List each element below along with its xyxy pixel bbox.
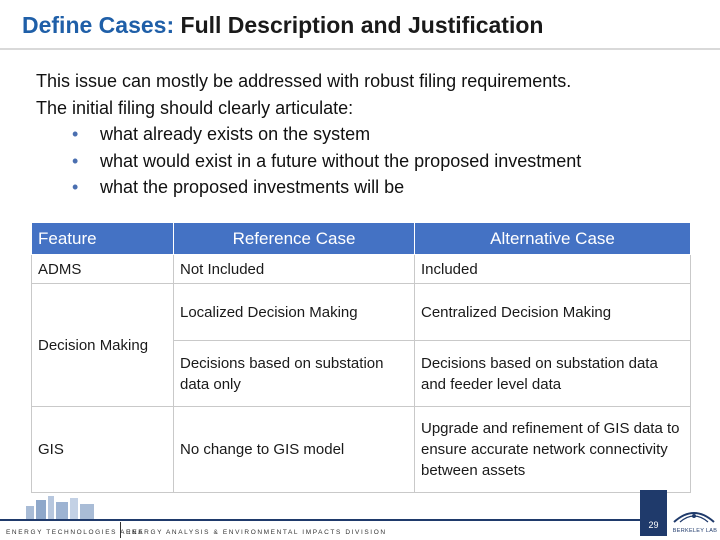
page-title: Define Cases: Full Description and Justi… (22, 12, 543, 39)
header-alternative-case: Alternative Case (414, 222, 691, 255)
footer-rule (0, 519, 640, 521)
footer-org-energy-technologies: Energy Technologies Area (6, 529, 145, 536)
table-header-row: Feature Reference Case Alternative Case (31, 222, 691, 255)
skyline-icon (26, 496, 94, 520)
intro-bullet-list: •what already exists on the system •what… (36, 121, 696, 201)
intro-bullet: •what would exist in a future without th… (72, 148, 696, 175)
cell-reference: Not Included (173, 254, 415, 284)
berkeley-lab-label: BERKELEY LAB (672, 528, 718, 534)
header-feature: Feature (31, 222, 174, 255)
page-number: 29 (648, 520, 659, 530)
cell-feature: ADMS (31, 254, 174, 284)
footer-separator (120, 522, 121, 538)
title-accent: Define Cases: (22, 12, 175, 38)
cell-reference: No change to GIS model (173, 406, 415, 493)
cell-feature: GIS (31, 406, 174, 493)
intro-bullet: •what already exists on the system (72, 121, 696, 148)
bullet-icon: • (72, 177, 79, 197)
cell-alternative: Upgrade and refinement of GIS data to en… (414, 406, 691, 493)
cases-table: Feature Reference Case Alternative Case … (31, 222, 691, 493)
berkeley-lab-logo-icon (673, 512, 715, 523)
cell-feature: Decision Making (31, 283, 174, 407)
intro-text: This issue can mostly be addressed with … (36, 68, 696, 201)
header-reference-case: Reference Case (173, 222, 415, 255)
cell-alternative: Decisions based on substation data and f… (414, 340, 691, 407)
page-number-box: 29 (640, 490, 667, 536)
cell-alternative: Centralized Decision Making (414, 283, 691, 341)
title-rest: Full Description and Justification (180, 12, 544, 38)
intro-line-2: The initial filing should clearly articu… (36, 97, 354, 118)
table-row: ADMS Not Included Included (31, 254, 691, 284)
footer: Energy Technologies Area Energy Analysis… (0, 492, 720, 540)
table-row: Decision Making Localized Decision Makin… (31, 283, 691, 407)
intro-bullet: •what the proposed investments will be (72, 174, 696, 201)
intro-line-1: This issue can mostly be addressed with … (36, 71, 572, 91)
table-row: Decisions based on substation data only … (32, 340, 691, 407)
title-divider (0, 48, 720, 50)
cell-reference: Decisions based on substation data only (173, 340, 415, 407)
bullet-icon: • (72, 124, 79, 144)
bullet-icon: • (72, 150, 79, 171)
cell-reference: Localized Decision Making (173, 283, 415, 341)
cell-alternative: Included (414, 254, 691, 284)
table-row: GIS No change to GIS model Upgrade and r… (31, 406, 691, 493)
footer-org-division: Energy Analysis & Environmental Impacts … (126, 529, 387, 536)
